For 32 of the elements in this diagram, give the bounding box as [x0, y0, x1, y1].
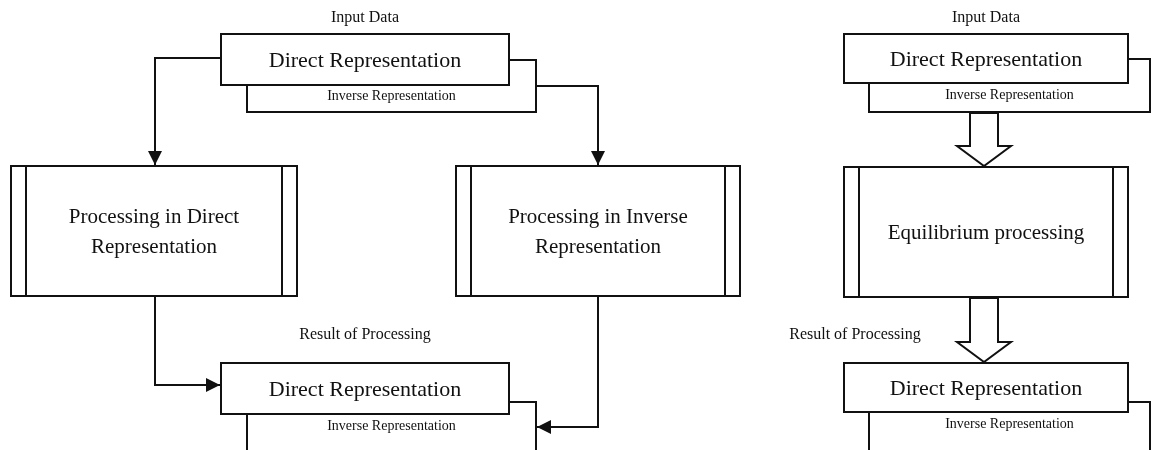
block-arrow	[953, 112, 1015, 168]
representation-box	[868, 413, 1151, 450]
representation-box	[843, 362, 1129, 413]
caption-label: Result of Processing	[788, 325, 922, 343]
arrow	[154, 296, 221, 392]
process-box	[10, 165, 298, 297]
caption-label: Input Data	[330, 8, 400, 26]
representation-box	[246, 415, 537, 450]
representation-box	[246, 86, 537, 113]
box-label: Inverse Representation	[944, 87, 1075, 103]
arrow	[536, 85, 605, 166]
box-label: Inverse Representation	[326, 88, 457, 104]
process-label: Equilibrium processing	[886, 218, 1086, 246]
block-arrow	[953, 297, 1015, 364]
caption-label: Result of Processing	[298, 325, 432, 343]
box-label: Direct Representation	[888, 374, 1084, 401]
box-label: Direct Representation	[267, 46, 463, 73]
box-label: Direct Representation	[888, 45, 1084, 72]
box-label: Inverse Representation	[944, 416, 1075, 432]
arrow	[148, 57, 221, 166]
representation-box	[843, 33, 1129, 84]
process-box	[455, 165, 741, 297]
process-box	[843, 166, 1129, 298]
representation-box	[868, 84, 1151, 113]
box-label: Direct Representation	[267, 375, 463, 402]
box-label: Inverse Representation	[326, 418, 457, 434]
caption-label: Input Data	[951, 8, 1021, 26]
process-label: Processing in Inverse Representation	[507, 202, 689, 260]
arrow	[536, 296, 599, 434]
representation-box	[220, 362, 510, 415]
representation-box	[220, 33, 510, 86]
process-label: Processing in Direct Representation	[67, 202, 241, 260]
